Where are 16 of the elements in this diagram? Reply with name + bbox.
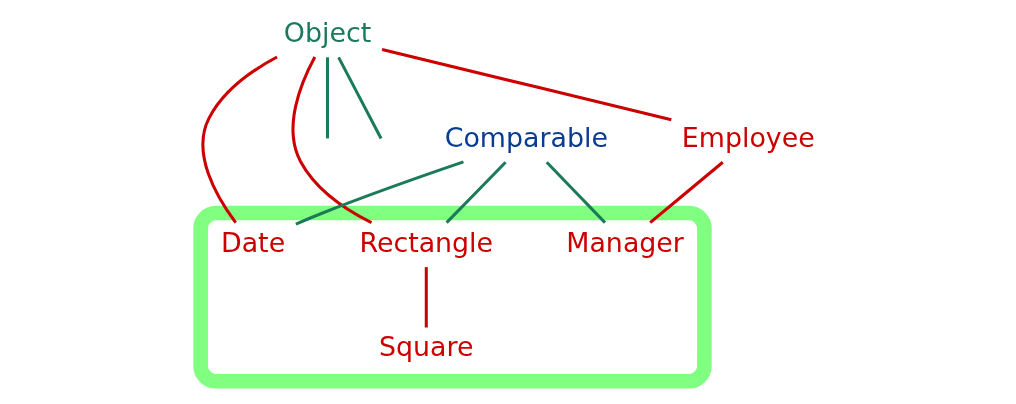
node-text: Manager — [566, 226, 684, 258]
connector — [337, 56, 383, 140]
node-text: Square — [379, 331, 474, 363]
connector — [424, 267, 428, 328]
node-text: Date — [221, 226, 286, 258]
cluster — [193, 205, 712, 389]
connector — [201, 55, 278, 224]
connector — [325, 57, 329, 139]
connector — [381, 47, 672, 122]
node-text: Employee — [681, 121, 815, 153]
node-text: Object — [283, 16, 372, 48]
connector — [445, 161, 507, 224]
node-text: Comparable — [444, 121, 608, 153]
node-text: Rectangle — [359, 226, 494, 258]
connector — [649, 161, 724, 224]
connector — [545, 161, 607, 224]
